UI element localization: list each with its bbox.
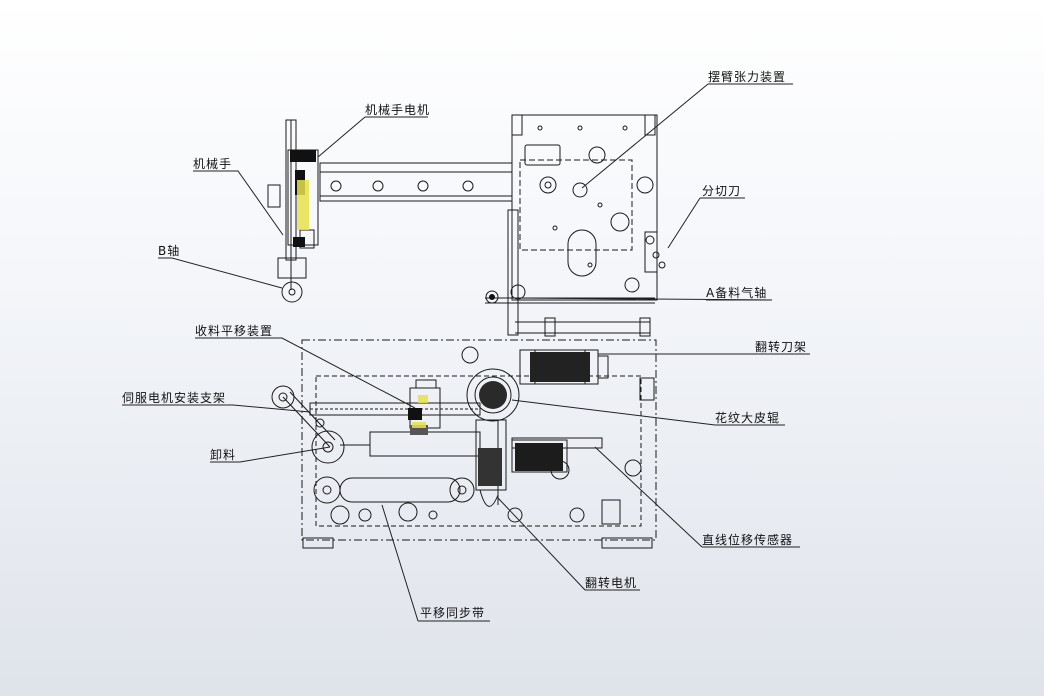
label-pattern-roller: 花纹大皮辊	[715, 411, 781, 425]
pattern-roller	[466, 368, 520, 422]
label-flip-knife-frame: 翻转刀架	[755, 340, 808, 354]
label-a-air-shaft: A备料气轴	[706, 286, 768, 300]
lower-frame	[301, 339, 657, 541]
unload-roller	[311, 430, 345, 464]
label-slitter: 分切刀	[702, 184, 742, 198]
label-traverse-belt: 平移同步带	[420, 606, 486, 620]
traverse-belt	[339, 477, 461, 503]
label-flip-motor: 翻转电机	[585, 576, 638, 590]
upper-frame-plate	[511, 114, 658, 301]
robot-rail	[319, 162, 513, 202]
label-takeup-traverse: 收料平移装置	[195, 324, 274, 338]
label-unload: 卸料	[210, 448, 237, 462]
label-linear-sensor: 直线位移传感器	[702, 533, 794, 547]
leader-lines	[122, 83, 810, 622]
label-b-axis: B轴	[158, 244, 181, 258]
label-servo-bracket: 伺服电机安装支架	[122, 391, 227, 405]
label-dancer-tension: 摆臂张力装置	[708, 70, 787, 84]
label-robot: 机械手	[193, 157, 233, 171]
label-robot-motor: 机械手电机	[365, 103, 431, 117]
